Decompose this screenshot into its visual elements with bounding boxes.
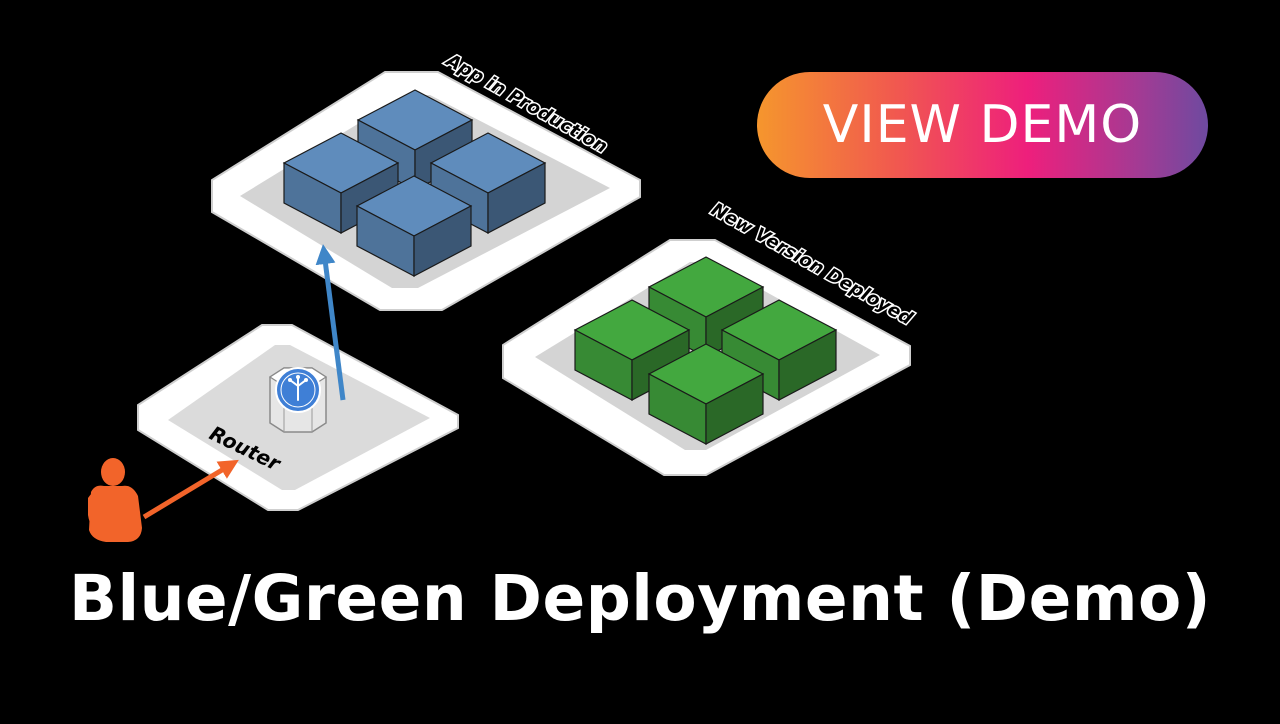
router-node	[268, 367, 328, 433]
router-to-production-arrow	[315, 244, 346, 401]
view-demo-button-label: VIEW DEMO	[822, 95, 1143, 155]
view-demo-button[interactable]: VIEW DEMO	[757, 72, 1208, 178]
new-version-app-instances	[573, 256, 838, 445]
router-logo-icon	[275, 367, 321, 413]
new-version-instance-cube	[720, 299, 838, 401]
video-title: Blue/Green Deployment (Demo)	[68, 562, 1212, 635]
production-instance-cube	[282, 132, 400, 234]
production-instance-cube	[355, 175, 473, 277]
user-icon	[88, 458, 142, 542]
new-version-instance-cube	[647, 343, 765, 445]
new-version-instance-cube	[573, 299, 691, 401]
production-app-instances	[282, 89, 547, 277]
user-to-router-arrow	[142, 459, 239, 520]
